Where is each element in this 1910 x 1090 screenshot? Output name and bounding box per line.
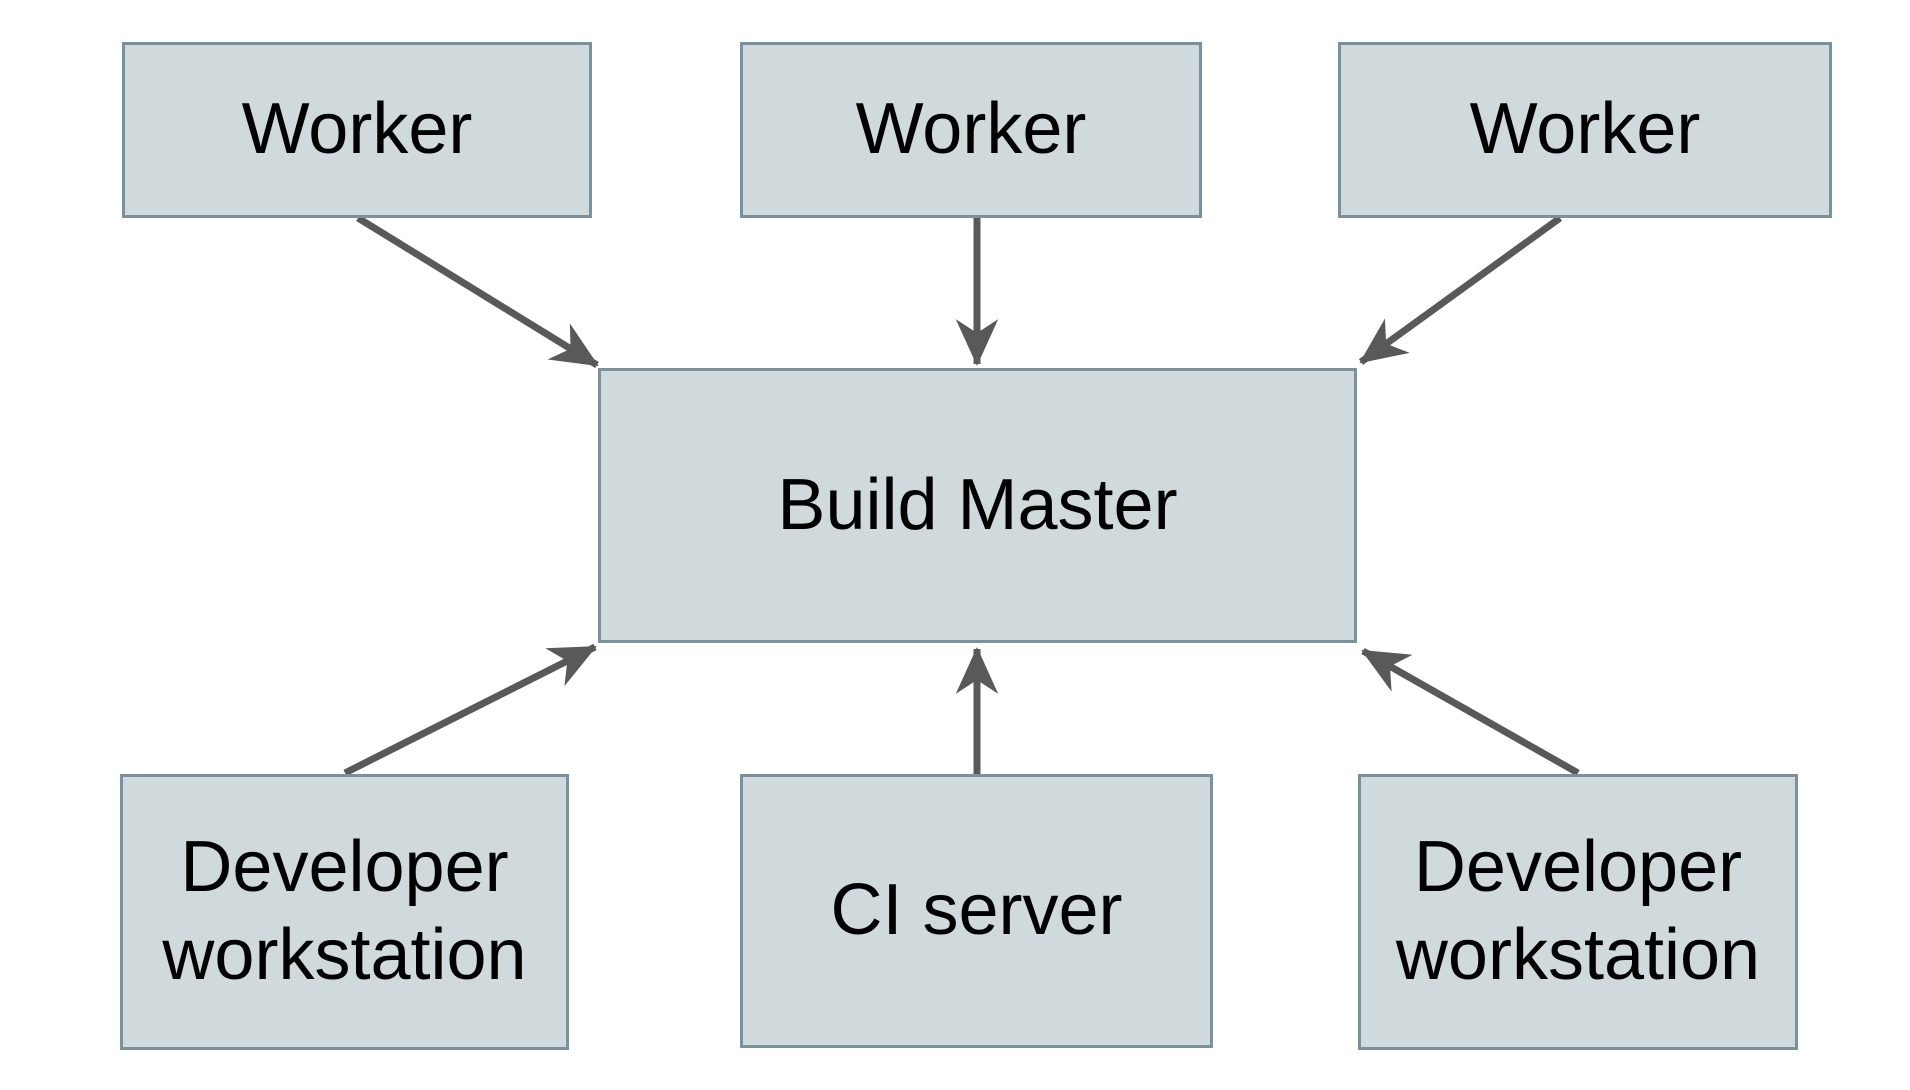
edge-worker-1-to-build-master	[356, 215, 599, 368]
node-developer-workstation-left: Developer workstation	[120, 774, 569, 1050]
node-worker-3: Worker	[1338, 42, 1832, 218]
node-worker-1: Worker	[122, 42, 592, 218]
node-build-master-label: Build Master	[777, 464, 1178, 545]
node-worker-1-label: Worker	[241, 89, 473, 170]
node-developer-workstation-right: Developer workstation	[1358, 774, 1798, 1050]
node-developer-workstation-left-label: Developer workstation	[162, 827, 527, 995]
node-worker-3-label: Worker	[1469, 89, 1701, 170]
node-ci-server-label: CI server	[830, 870, 1123, 951]
node-ci-server: CI server	[740, 774, 1213, 1048]
node-build-master: Build Master	[598, 368, 1357, 643]
node-developer-workstation-right-label: Developer workstation	[1395, 827, 1761, 995]
node-worker-2: Worker	[740, 42, 1202, 218]
edge-developer-workstation-left-to-build-master	[343, 643, 597, 777]
edge-worker-3-to-build-master	[1358, 215, 1563, 365]
node-worker-2-label: Worker	[855, 89, 1087, 170]
edge-developer-workstation-right-to-build-master	[1361, 647, 1580, 777]
